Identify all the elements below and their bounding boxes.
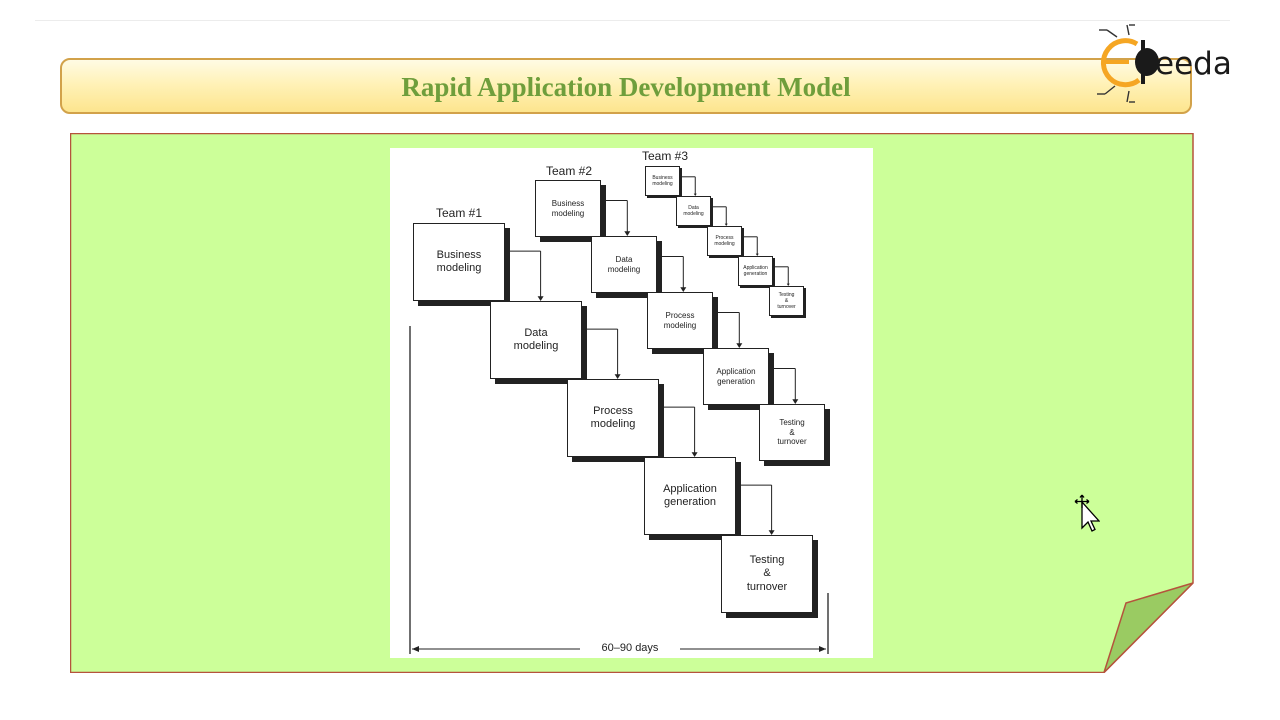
phase-box: Business modeling bbox=[535, 180, 601, 237]
team-label: Team #1 bbox=[436, 206, 483, 220]
phase-box: Data modeling bbox=[676, 196, 711, 226]
phase-box: Data modeling bbox=[490, 301, 582, 379]
phase-box: Business modeling bbox=[645, 166, 680, 196]
phase-box: Business modeling bbox=[413, 223, 505, 301]
title-banner: Rapid Application Development Model bbox=[60, 58, 1192, 114]
phase-box: Process modeling bbox=[647, 292, 713, 349]
top-divider bbox=[35, 20, 1230, 21]
timespan-label: 60–90 days bbox=[580, 642, 680, 654]
phase-box: Testing & turnover bbox=[721, 535, 813, 613]
logo-text: eeda bbox=[1155, 46, 1232, 82]
phase-box: Application generation bbox=[703, 348, 769, 405]
ekeeda-logo: eeda bbox=[1085, 22, 1255, 106]
phase-box: Process modeling bbox=[567, 379, 659, 457]
move-cursor-icon bbox=[1072, 494, 1101, 532]
phase-box: Process modeling bbox=[707, 226, 742, 256]
phase-box: Testing & turnover bbox=[759, 404, 825, 461]
phase-box: Data modeling bbox=[591, 236, 657, 293]
phase-box: Application generation bbox=[738, 256, 773, 286]
phase-box: Testing & turnover bbox=[769, 286, 804, 316]
phase-box: Application generation bbox=[644, 457, 736, 535]
team-label: Team #2 bbox=[546, 164, 593, 178]
team-label: Team #3 bbox=[642, 149, 689, 163]
slide-title: Rapid Application Development Model bbox=[401, 72, 851, 102]
